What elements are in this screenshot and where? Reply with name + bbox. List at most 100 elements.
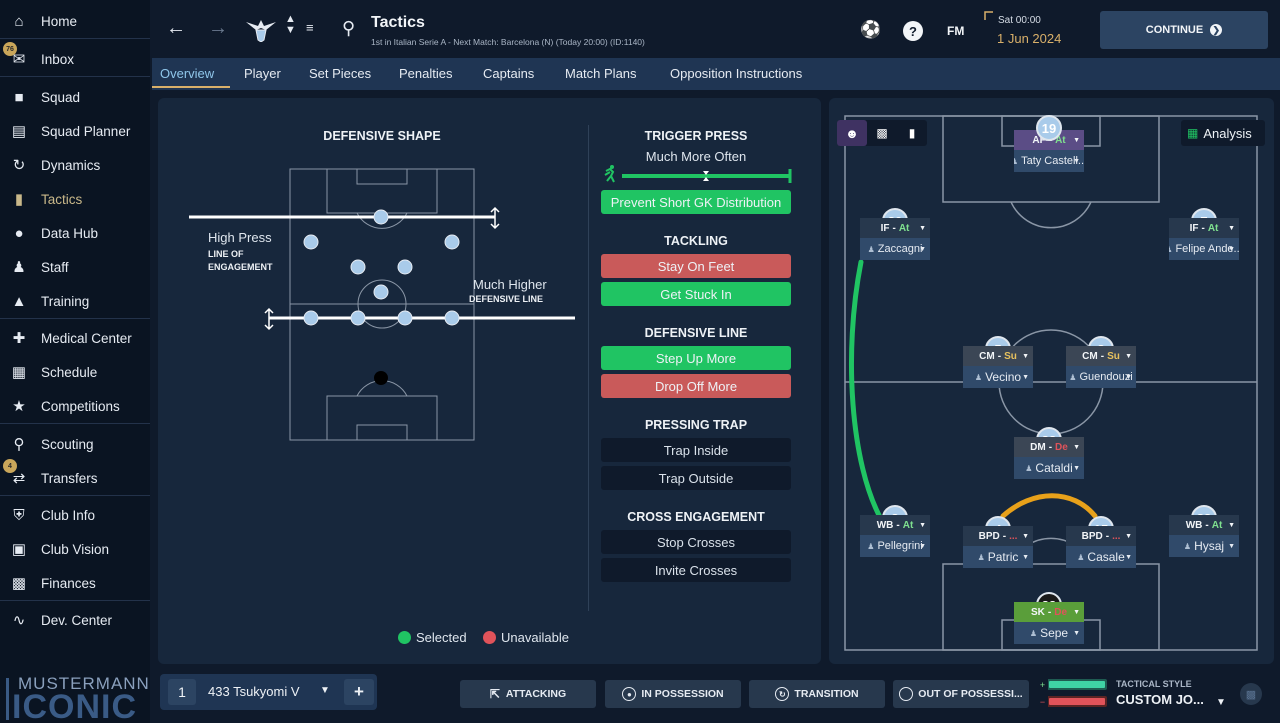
sidebar-item-finances[interactable]: ▩ Finances — [0, 567, 150, 599]
sidebar-item-home[interactable]: ⌂ Home — [0, 5, 150, 37]
sidebar-item-tactics[interactable]: ▮ Tactics — [0, 183, 150, 215]
player-card-af[interactable]: AF-At▼ 19 ♟Taty Castell...▼ — [1014, 115, 1084, 172]
analysis-button[interactable]: ▦ Analysis — [1181, 120, 1265, 146]
sidebar-item-club-info[interactable]: ⛨ Club Info — [0, 499, 150, 531]
role-selector[interactable]: CM-Su▼ — [1066, 346, 1136, 366]
sidebar-item-schedule[interactable]: ▦ Schedule — [0, 356, 150, 388]
stay-on-feet-button[interactable]: Stay On Feet — [601, 254, 791, 278]
sidebar-item-training[interactable]: ▲ Training — [0, 285, 150, 317]
player-name[interactable]: ♟Guendouzi▼ — [1066, 366, 1136, 388]
attacking-button[interactable]: ⇱ATTACKING — [460, 680, 596, 708]
add-tactic-button[interactable]: + — [344, 679, 374, 705]
drop-off-more-button[interactable]: Drop Off More — [601, 374, 791, 398]
sidebar-item-inbox[interactable]: 76 ✉ Inbox — [0, 42, 150, 75]
club-crest-icon[interactable] — [246, 18, 276, 42]
player-card-cm-right[interactable]: 8 CM-Su▼ ♟Guendouzi▼ — [1066, 336, 1136, 388]
chevron-down-icon[interactable]: ▼ — [1216, 697, 1226, 708]
role-selector[interactable]: WB-At▼ — [860, 515, 930, 535]
out-of-possession-button[interactable]: OUT OF POSSESSI... — [893, 680, 1029, 708]
player-name[interactable]: ♟Sepe▼ — [1014, 622, 1084, 644]
tab-match-plans[interactable]: Match Plans — [565, 66, 637, 81]
player-name[interactable]: ♟Patric▼ — [963, 546, 1033, 568]
invite-crosses-button[interactable]: Invite Crosses — [601, 558, 791, 582]
sidebar-item-scouting[interactable]: ⚲ Scouting — [0, 428, 150, 460]
role-selector[interactable]: WB-At▼ — [1169, 515, 1239, 535]
dynamics-icon: ↻ — [12, 157, 26, 174]
menu-icon[interactable]: ≡ — [306, 20, 314, 35]
defensive-line-handle-icon[interactable] — [264, 307, 274, 331]
role-selector[interactable]: DM-De▼ — [1014, 437, 1084, 457]
sidebar-item-transfers[interactable]: 4 ⇄ Transfers — [0, 459, 150, 494]
engagement-handle-icon[interactable] — [490, 206, 500, 230]
player-name[interactable]: ♟Felipe Ande...▼ — [1169, 238, 1239, 260]
sidebar-item-staff[interactable]: ♟ Staff — [0, 251, 150, 283]
role-selector[interactable]: BPD-...▼ — [1066, 526, 1136, 546]
player-card-bpd-right[interactable]: 15 BPD-...▼ ♟Casale▼ — [1066, 516, 1136, 568]
player-name[interactable]: ♟Pellegrini▼ — [860, 535, 930, 557]
sidebar-item-medical-center[interactable]: ✚ Medical Center — [0, 322, 150, 354]
bar-chart-icon[interactable]: ▩ — [876, 126, 888, 140]
help-icon[interactable]: ? — [903, 21, 923, 41]
trap-inside-button[interactable]: Trap Inside — [601, 438, 791, 462]
tactic-slot[interactable]: 1 — [168, 679, 196, 705]
briefcase-icon: ▣ — [11, 541, 27, 558]
player-card-cm-left[interactable]: 5 CM-Su▼ ♟Vecino▼ — [963, 336, 1033, 388]
forward-arrow-icon[interactable]: → — [208, 17, 228, 39]
player-name[interactable]: ♟Hysaj▼ — [1169, 535, 1239, 557]
role-selector[interactable]: SK-De▼ — [1014, 602, 1084, 622]
player-card-if-right[interactable]: 7 IF-At▼ ♟Felipe Ande...▼ — [1169, 208, 1239, 260]
step-up-more-button[interactable]: Step Up More — [601, 346, 791, 370]
role-selector[interactable]: IF-At▼ — [1169, 218, 1239, 238]
sidebar-item-competitions[interactable]: ★ Competitions — [0, 390, 150, 422]
sidebar-item-dev-center[interactable]: ∿ Dev. Center — [0, 604, 150, 636]
continue-button[interactable]: CONTINUE ❯ — [1100, 11, 1268, 49]
player-card-sk[interactable]: 33 SK-De▼ ♟Sepe▼ — [1014, 592, 1084, 644]
sidebar-item-dynamics[interactable]: ↻ Dynamics — [0, 149, 150, 181]
ball-icon[interactable]: ⚽ — [860, 20, 882, 39]
player-name[interactable]: ♟Cataldi▼ — [1014, 457, 1084, 479]
info-card-icon[interactable]: ▮ — [908, 126, 916, 140]
tactical-style-value[interactable]: CUSTOM JO... — [1116, 692, 1204, 707]
player-card-wb-right[interactable]: 23 WB-At▼ ♟Hysaj▼ — [1169, 505, 1239, 557]
in-possession-button[interactable]: ●IN POSSESSION — [605, 680, 741, 708]
datahub-icon: ● — [14, 224, 24, 242]
tab-opposition-instructions[interactable]: Opposition Instructions — [670, 66, 803, 81]
tab-underline — [152, 86, 230, 88]
player-card-if-left[interactable]: 20 IF-At▼ ♟Zaccagni▼ — [860, 208, 930, 260]
back-arrow-icon[interactable]: ← — [166, 17, 186, 39]
get-stuck-in-button[interactable]: Get Stuck In — [601, 282, 791, 306]
sidebar-item-label: Inbox — [41, 51, 75, 67]
player-card-dm[interactable]: 32 DM-De▼ ♟Cataldi▼ — [1014, 427, 1084, 479]
sidebar-item-club-vision[interactable]: ▣ Club Vision — [0, 533, 150, 565]
trap-outside-button[interactable]: Trap Outside — [601, 466, 791, 490]
prevent-short-gk-button[interactable]: Prevent Short GK Distribution — [601, 190, 791, 214]
fm-logo[interactable]: FM — [947, 24, 965, 38]
tab-overview[interactable]: Overview — [160, 66, 215, 81]
player-card-bpd-left[interactable]: 4 BPD-...▼ ♟Patric▼ — [963, 516, 1033, 568]
player-name[interactable]: ♟Casale▼ — [1066, 546, 1136, 568]
switch-club-icon[interactable]: ▲▼ — [285, 13, 296, 36]
tactic-name[interactable]: 433 Tsukyomi V — [208, 684, 300, 699]
search-icon[interactable]: ⚲ — [342, 18, 356, 38]
stop-crosses-button[interactable]: Stop Crosses — [601, 530, 791, 554]
player-name[interactable]: ♟Taty Castell...▼ — [1014, 150, 1084, 172]
role-selector[interactable]: IF-At▼ — [860, 218, 930, 238]
style-chart-icon[interactable]: ▩ — [1240, 683, 1262, 705]
tab-penalties[interactable]: Penalties — [399, 66, 453, 81]
tab-captains[interactable]: Captains — [483, 66, 535, 81]
player-card-wb-left[interactable]: 3 WB-At▼ ♟Pellegrini▼ — [860, 505, 930, 557]
player-name[interactable]: ♟Zaccagni▼ — [860, 238, 930, 260]
sidebar-item-squad[interactable]: ■ Squad — [0, 81, 150, 113]
role-selector[interactable]: BPD-...▼ — [963, 526, 1033, 546]
sidebar-item-squad-planner[interactable]: ▤ Squad Planner — [0, 115, 150, 147]
sidebar-item-data-hub[interactable]: ● Data Hub — [0, 217, 150, 249]
money-icon: ▩ — [11, 575, 27, 592]
tab-player[interactable]: Player — [244, 66, 281, 81]
trigger-press-slider[interactable] — [600, 164, 795, 188]
player-name[interactable]: ♟Vecino▼ — [963, 366, 1033, 388]
player-view-icon[interactable]: ☻ — [837, 120, 867, 146]
transition-button[interactable]: ↻TRANSITION — [749, 680, 885, 708]
tab-set-pieces[interactable]: Set Pieces — [309, 66, 372, 81]
role-selector[interactable]: CM-Su▼ — [963, 346, 1033, 366]
chevron-down-icon[interactable]: ▼ — [320, 685, 330, 696]
